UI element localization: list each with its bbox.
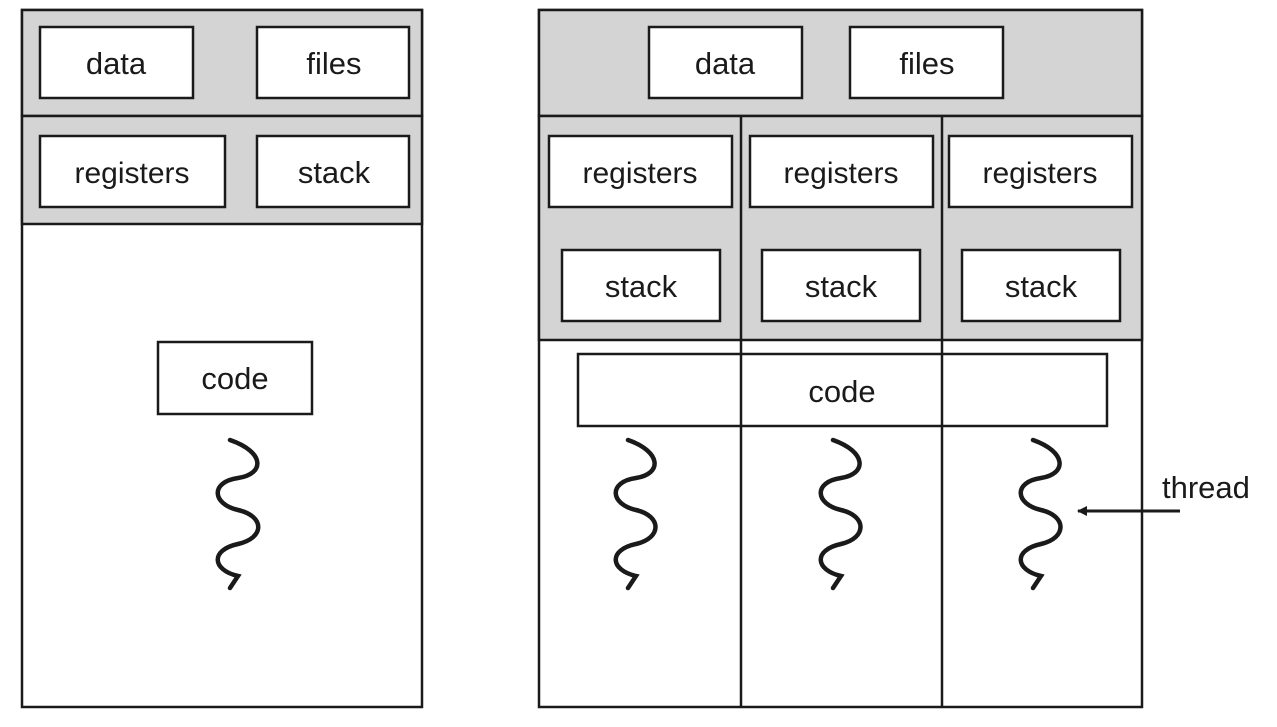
thread-3-stack-label: stack [1005, 269, 1078, 304]
thread-1-stack-box: stack [560, 248, 722, 323]
thread-squiggle-icon [613, 437, 658, 591]
thread-squiggle-icon [1018, 437, 1063, 591]
thread-squiggle-icon [818, 437, 863, 591]
thread-3-registers-box: registers [947, 134, 1134, 209]
thread-1-registers-box: registers [547, 134, 734, 209]
single-data-box: data [38, 25, 195, 100]
thread-3-registers-label: registers [982, 157, 1097, 190]
thread-2-registers-box: registers [748, 134, 935, 209]
thread-annotation: thread [1077, 470, 1250, 516]
thread-2-stack-label: stack [805, 269, 878, 304]
multi-code-box: code [576, 352, 1109, 428]
single-files-box: files [255, 25, 411, 100]
multi-data-box: data [647, 25, 804, 100]
multi-files-label: files [899, 46, 954, 81]
single-registers-box: registers [38, 134, 227, 209]
multi-code-label: code [808, 374, 875, 409]
single-code-box: code [156, 340, 314, 416]
single-data-label: data [86, 46, 147, 81]
thread-3-stack-box: stack [960, 248, 1122, 323]
thread-annotation-label: thread [1162, 470, 1250, 505]
thread-1-registers-label: registers [582, 157, 697, 190]
single-code-label: code [201, 361, 268, 396]
thread-1-stack-label: stack [605, 269, 678, 304]
multi-shared-region [537, 8, 1144, 118]
single-threaded-process: data files registers stack code [20, 8, 424, 709]
single-stack-box: stack [255, 134, 411, 209]
single-stack-label: stack [298, 155, 371, 190]
multi-data-label: data [695, 46, 756, 81]
multi-files-box: files [848, 25, 1005, 100]
thread-2-stack-box: stack [760, 248, 922, 323]
single-files-label: files [306, 46, 361, 81]
thread-squiggle-icon [215, 437, 261, 591]
multithreaded-process: data files registers stack registers sta… [537, 8, 1144, 709]
thread-2-registers-label: registers [783, 157, 898, 190]
single-registers-label: registers [74, 157, 189, 190]
